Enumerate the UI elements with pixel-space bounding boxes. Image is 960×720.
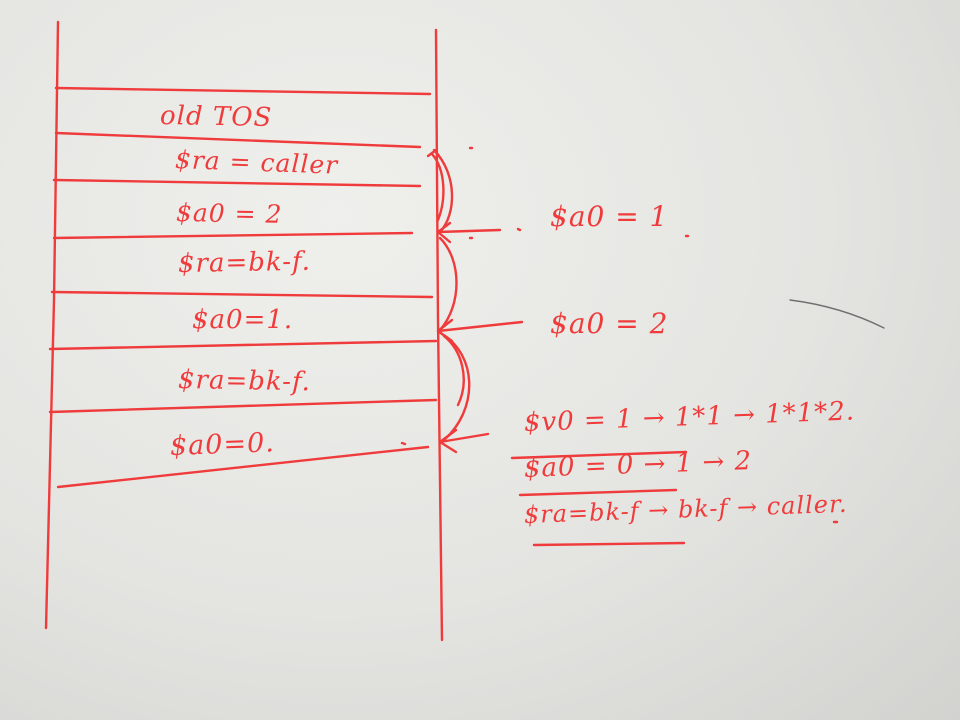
pointer-arrow	[436, 228, 502, 234]
annotation-a0-1: $a0 = 1	[550, 200, 669, 233]
cell-old-tos: old TOS	[159, 101, 273, 133]
cell-ra-bkf: $ra=bk-f.	[177, 246, 312, 279]
cell-divider	[48, 339, 438, 351]
cell-divider	[54, 86, 432, 96]
trace-underline	[532, 541, 686, 547]
pointer-arrow	[438, 432, 490, 444]
return-arc	[440, 332, 471, 442]
cell-divider	[48, 398, 438, 414]
trace-a0: $a0 = 0 → 1 → 2	[523, 446, 753, 484]
cell-divider	[56, 445, 430, 489]
pencil-stroke	[789, 299, 885, 329]
trace-underline	[518, 488, 678, 497]
arrowhead	[436, 221, 452, 244]
return-arc	[430, 152, 445, 222]
cell-a0-0: $a0=0.	[169, 427, 276, 462]
return-arc	[426, 148, 438, 158]
cell-ra-caller: $ra = caller	[174, 145, 339, 180]
stray-mark	[516, 227, 522, 232]
return-arc	[442, 334, 465, 407]
stack-right-wall	[434, 28, 444, 642]
return-arc	[432, 148, 454, 234]
cell-a0-2: $a0 = 2	[175, 198, 283, 229]
cell-ra-bkf: $ra=bk-f.	[177, 365, 312, 398]
stack-left-wall	[44, 20, 60, 630]
cell-a0-1: $a0=1.	[192, 305, 294, 335]
cell-divider	[54, 131, 422, 149]
stray-mark	[400, 441, 407, 446]
return-arc	[438, 236, 458, 332]
pointer-arrow	[436, 320, 524, 333]
trace-underline	[510, 450, 688, 460]
cell-divider	[50, 290, 434, 299]
cell-divider	[52, 178, 422, 188]
cell-divider	[52, 231, 414, 240]
annotation-a0-2: $a0 = 2	[550, 307, 669, 340]
